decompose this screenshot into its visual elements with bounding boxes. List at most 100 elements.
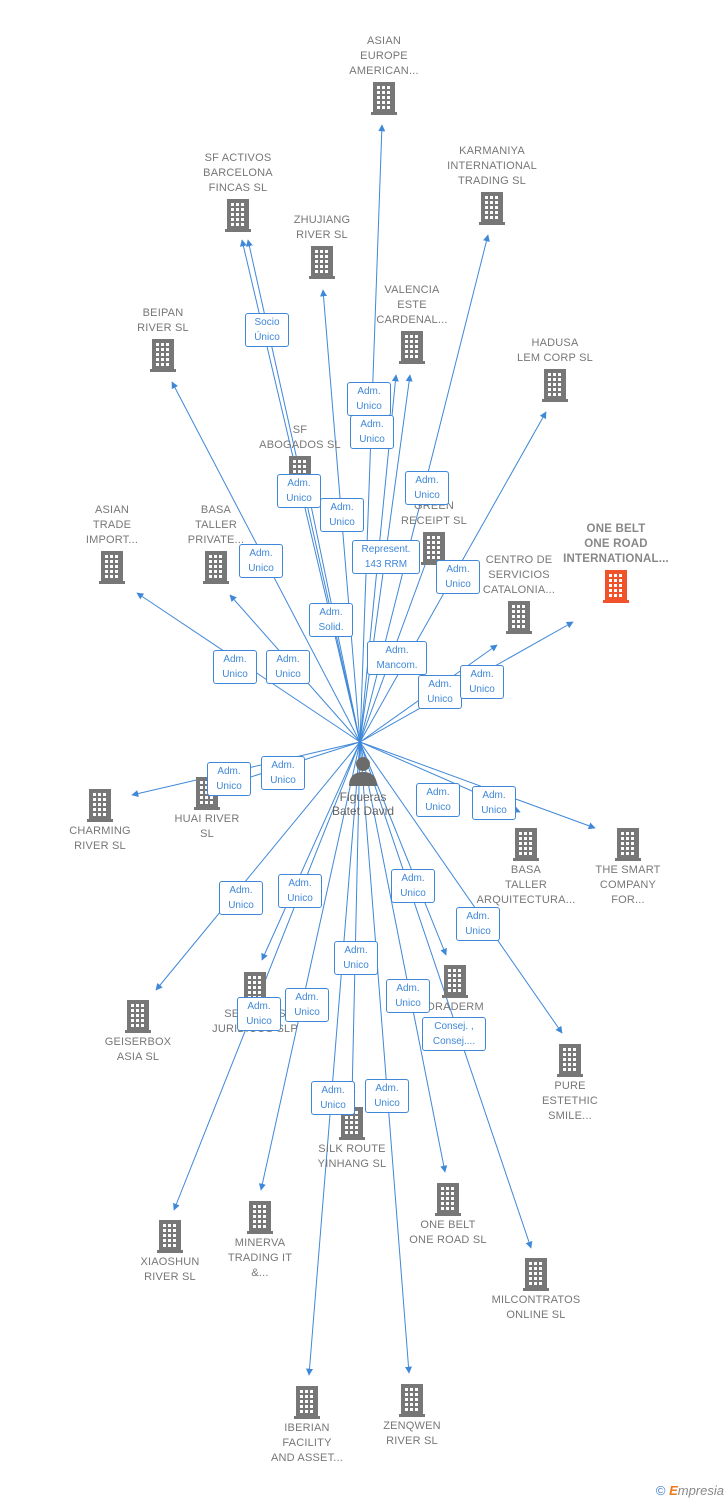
relation-badge[interactable]: Adm. Unico <box>285 988 329 1022</box>
relation-badge[interactable]: Adm. Unico <box>405 471 449 505</box>
company-label: BASA TALLER ARQUITECTURA... <box>476 864 576 906</box>
relation-badge[interactable]: Socio Único <box>245 313 289 347</box>
company-node-beipan[interactable]: BEIPAN RIVER SL <box>103 306 223 374</box>
company-node-one-belt-sl[interactable]: ONE BELT ONE ROAD SL <box>388 1180 508 1248</box>
brand-name: mpresia <box>677 1483 724 1498</box>
relation-badge[interactable]: Adm. Unico <box>278 874 322 908</box>
company-node-basa-arq[interactable]: BASA TALLER ARQUITECTURA... <box>466 825 586 908</box>
edge-line <box>359 741 413 1374</box>
company-node-geiserbox[interactable]: GEISERBOX ASIA SL <box>78 997 198 1065</box>
company-label: MINERVA TRADING IT &... <box>227 1237 293 1279</box>
company-label: CHARMING RIVER SL <box>69 825 131 852</box>
company-node-hadusa[interactable]: HADUSA LEM CORP SL <box>495 336 615 404</box>
company-node-iberian[interactable]: IBERIAN FACILITY AND ASSET... <box>247 1383 367 1466</box>
relation-badge[interactable]: Adm. Unico <box>266 650 310 684</box>
company-label: ORADERM <box>426 1001 484 1013</box>
building-icon <box>615 828 641 861</box>
building-icon <box>125 1000 151 1033</box>
building-icon <box>542 369 568 402</box>
company-node-asian-europe[interactable]: ASIAN EUROPE AMERICAN... <box>324 34 444 117</box>
edge-line <box>359 741 563 1034</box>
company-node-centro[interactable]: CENTRO DE SERVICIOS CATALONIA... <box>459 553 579 636</box>
company-label: ASIAN EUROPE AMERICAN... <box>349 35 419 77</box>
building-icon <box>399 1384 425 1417</box>
edge-line <box>306 741 361 1376</box>
relation-badge[interactable]: Adm. Unico <box>350 415 394 449</box>
relation-badge[interactable]: Adm. Unico <box>436 560 480 594</box>
edge-line <box>258 741 361 1191</box>
edge-line <box>173 741 361 1211</box>
relation-badge[interactable]: Adm. Unico <box>311 1081 355 1115</box>
company-label: KARMANIYA INTERNATIONAL TRADING SL <box>447 145 537 187</box>
relation-badge[interactable]: Adm. Unico <box>386 979 430 1013</box>
company-node-xiaoshun[interactable]: XIAOSHUN RIVER SL <box>110 1217 230 1285</box>
company-label: HUAI RIVER SL <box>174 813 240 840</box>
company-label: MILCONTRATOS ONLINE SL <box>491 1294 581 1321</box>
relation-badge[interactable]: Adm. Unico <box>391 869 435 903</box>
relation-badge[interactable]: Adm. Unico <box>347 382 391 416</box>
company-node-milcontratos[interactable]: MILCONTRATOS ONLINE SL <box>476 1255 596 1323</box>
relation-badge[interactable]: Adm. Unico <box>456 907 500 941</box>
relation-badge[interactable]: Adm. Unico <box>320 498 364 532</box>
building-icon <box>225 199 251 232</box>
company-node-zhujiang[interactable]: ZHUJIANG RIVER SL <box>262 213 382 281</box>
building-icon <box>87 789 113 822</box>
building-icon <box>442 965 468 998</box>
company-node-smart-company[interactable]: THE SMART COMPANY FOR... <box>568 825 688 908</box>
company-label: SILK ROUTE YINHANG SL <box>317 1143 387 1170</box>
building-icon <box>247 1201 273 1234</box>
company-label: ONE BELT ONE ROAD SL <box>409 1219 487 1246</box>
relation-badge[interactable]: Adm. Unico <box>416 783 460 817</box>
company-label: ZENQWEN RIVER SL <box>383 1420 441 1447</box>
company-label: THE SMART COMPANY FOR... <box>595 864 661 906</box>
relation-badge[interactable]: Adm. Unico <box>472 786 516 820</box>
person-icon <box>349 757 377 786</box>
relation-badge[interactable]: Adm. Unico <box>237 997 281 1031</box>
relation-badge[interactable]: Adm. Unico <box>365 1079 409 1113</box>
company-node-charming[interactable]: CHARMING RIVER SL <box>40 786 160 854</box>
company-node-zenqwen[interactable]: ZENQWEN RIVER SL <box>352 1381 472 1449</box>
relation-badge[interactable]: Adm. Unico <box>277 474 321 508</box>
company-node-minerva[interactable]: MINERVA TRADING IT &... <box>200 1198 320 1281</box>
relation-badge[interactable]: Represent. 143 RRM <box>352 540 420 574</box>
relation-badge[interactable]: Adm. Solid. <box>309 603 353 637</box>
relation-badge[interactable]: Adm. Mancom. <box>367 641 427 675</box>
relation-badge[interactable]: Adm. Unico <box>213 650 257 684</box>
building-icon <box>157 1220 183 1253</box>
person-name: Figueras Batet David <box>331 790 395 818</box>
company-node-one-belt-intl[interactable]: ONE BELT ONE ROAD INTERNATIONAL... <box>556 522 676 605</box>
company-node-pure[interactable]: PURE ESTETHIC SMILE... <box>510 1041 630 1124</box>
edge-line <box>261 741 361 961</box>
building-icon <box>309 246 335 279</box>
relation-badge[interactable]: Adm. Unico <box>219 881 263 915</box>
company-label: PURE ESTETHIC SMILE... <box>542 1080 598 1122</box>
building-icon <box>479 192 505 225</box>
person-node[interactable]: Figueras Batet David <box>313 752 413 818</box>
edge-line <box>359 741 448 1173</box>
building-icon <box>557 1044 583 1077</box>
company-label: IBERIAN FACILITY AND ASSET... <box>270 1422 344 1464</box>
edge-line <box>299 461 361 743</box>
company-node-asian-trade[interactable]: ASIAN TRADE IMPORT... <box>52 503 172 586</box>
relation-badge[interactable]: Consej. , Consej.... <box>422 1017 486 1051</box>
company-label: CENTRO DE SERVICIOS CATALONIA... <box>482 554 556 596</box>
company-node-karmaniya[interactable]: KARMANIYA INTERNATIONAL TRADING SL <box>432 144 552 227</box>
company-label: BEIPAN RIVER SL <box>137 307 189 334</box>
company-label: XIAOSHUN RIVER SL <box>140 1256 200 1283</box>
building-icon <box>371 82 397 115</box>
relation-badge[interactable]: Adm. Unico <box>418 675 462 709</box>
relation-badge[interactable]: Adm. Unico <box>239 544 283 578</box>
footer-brand: © Empresia <box>656 1483 724 1498</box>
company-node-oraderm[interactable]: ORADERM <box>395 962 515 1015</box>
relation-badge[interactable]: Adm. Unico <box>460 665 504 699</box>
relation-badge[interactable]: Adm. Unico <box>207 762 251 796</box>
company-node-valencia[interactable]: VALENCIA ESTE CARDENAL... <box>352 283 472 366</box>
building-icon <box>203 551 229 584</box>
building-icon <box>513 828 539 861</box>
relation-badge[interactable]: Adm. Unico <box>261 756 305 790</box>
company-label: ZHUJIANG RIVER SL <box>293 214 351 241</box>
relation-badge[interactable]: Adm. Unico <box>334 941 378 975</box>
company-node-basa-private[interactable]: BASA TALLER PRIVATE... <box>156 503 276 586</box>
company-label: HADUSA LEM CORP SL <box>517 337 593 364</box>
company-node-sf-activos[interactable]: SF ACTIVOS BARCELONA FINCAS SL <box>178 151 298 234</box>
